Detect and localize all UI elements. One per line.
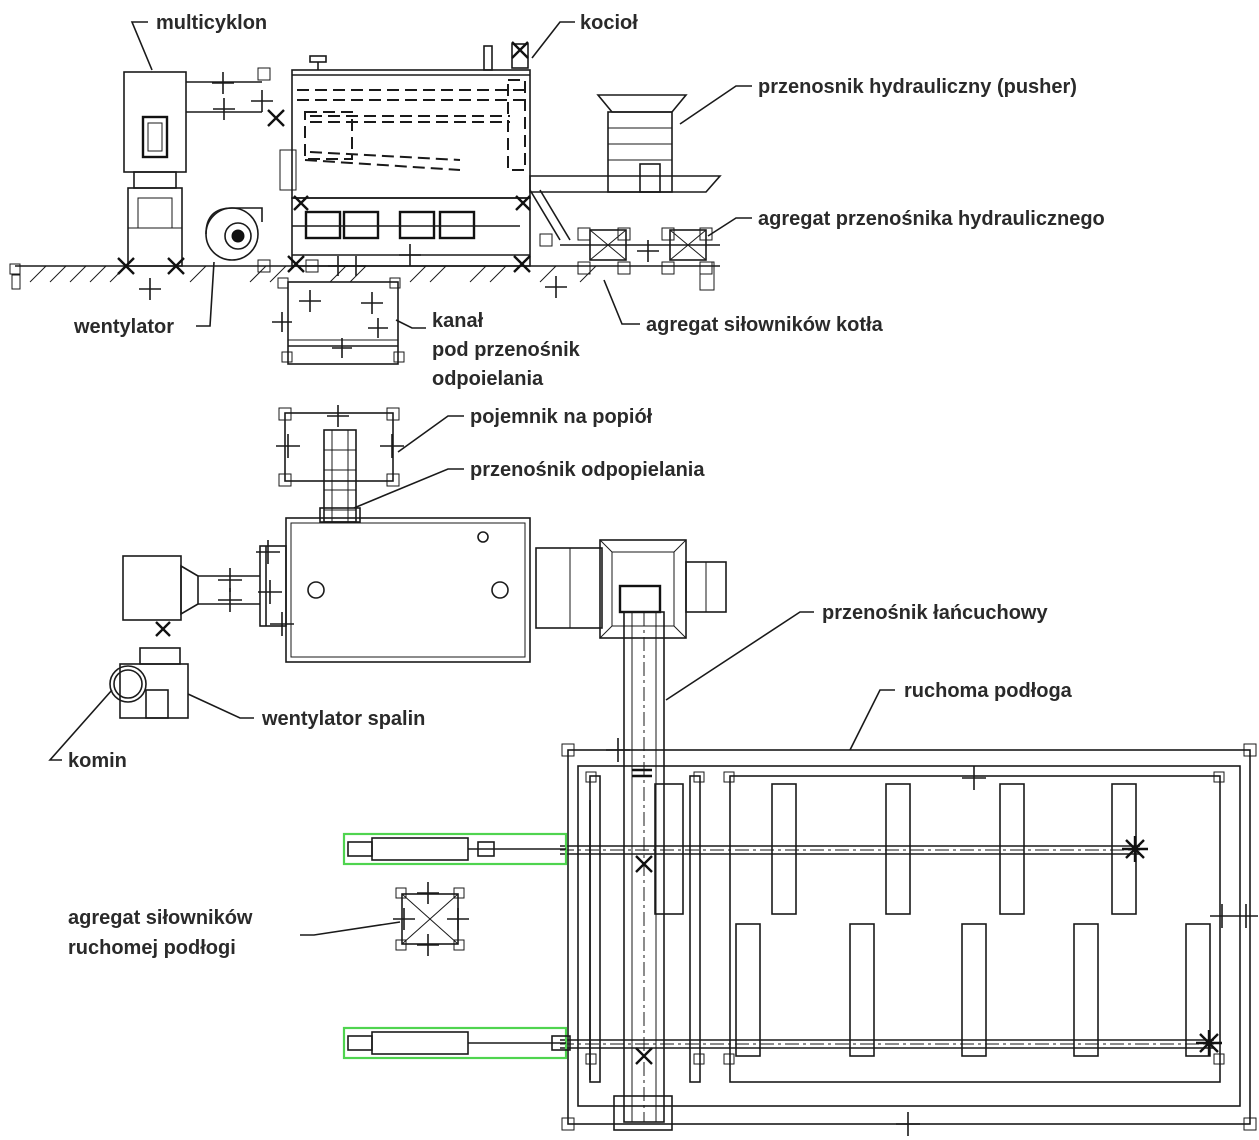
- moving-floor: [560, 738, 1258, 1136]
- label-wentylator: wentylator: [73, 316, 174, 338]
- labels: multicyklon kocioł przenosnik hydraulicz…: [68, 12, 1105, 959]
- small-squares-top: [257, 67, 713, 275]
- label-przenosnik-lancuchowy: przenośnik łańcuchowy: [822, 602, 1048, 624]
- floor-aggregate: [393, 882, 469, 956]
- ground-line: [9, 263, 720, 290]
- pusher: [529, 94, 722, 241]
- label-przenosnik-odpopielania: przenośnik odpopielania: [470, 459, 705, 481]
- boiler-plan: [259, 517, 531, 663]
- ash-conveyor: [319, 429, 361, 523]
- multicyclone-plan: [122, 540, 294, 636]
- label-agregat-silownikow-kotla: agregat siłowników kotła: [646, 314, 884, 336]
- label-agregat-podlogi-2: ruchomej podłogi: [68, 937, 236, 959]
- label-pojemnik: pojemnik na popiół: [470, 406, 653, 428]
- chain-conveyor: [613, 611, 673, 1131]
- label-kanal-2: pod przenośnik: [432, 339, 581, 361]
- chain-conveyor-head: [535, 539, 727, 639]
- flue-fan: [109, 621, 189, 719]
- pusher-aggregate: [560, 229, 720, 291]
- fan: [205, 207, 263, 261]
- label-kociol: kocioł: [580, 12, 638, 34]
- label-ruchoma-podloga: ruchoma podłoga: [904, 680, 1073, 702]
- plan-view: [109, 405, 1258, 1136]
- ash-channel: [277, 277, 405, 365]
- label-pusher: przenosnik hydrauliczny (pusher): [758, 76, 1077, 98]
- label-multicyklon: multicyklon: [156, 12, 267, 34]
- label-wentylator-spalin: wentylator spalin: [261, 708, 425, 730]
- star-markers-top: [117, 41, 531, 275]
- leader-lines: [48, 21, 895, 936]
- floor-cylinders: [342, 832, 571, 1060]
- side-view: [9, 41, 722, 365]
- ash-container: [276, 405, 404, 487]
- label-agregat-podlogi-1: agregat siłowników: [68, 907, 253, 929]
- label-komin: komin: [68, 750, 127, 772]
- label-kanal-3: odpoielania: [432, 368, 544, 390]
- cross-markers-top: [139, 72, 659, 358]
- boiler: [279, 43, 531, 267]
- label-kanal-1: kanał: [432, 310, 484, 332]
- label-agregat-przenosnika: agregat przenośnika hydraulicznego: [758, 208, 1105, 230]
